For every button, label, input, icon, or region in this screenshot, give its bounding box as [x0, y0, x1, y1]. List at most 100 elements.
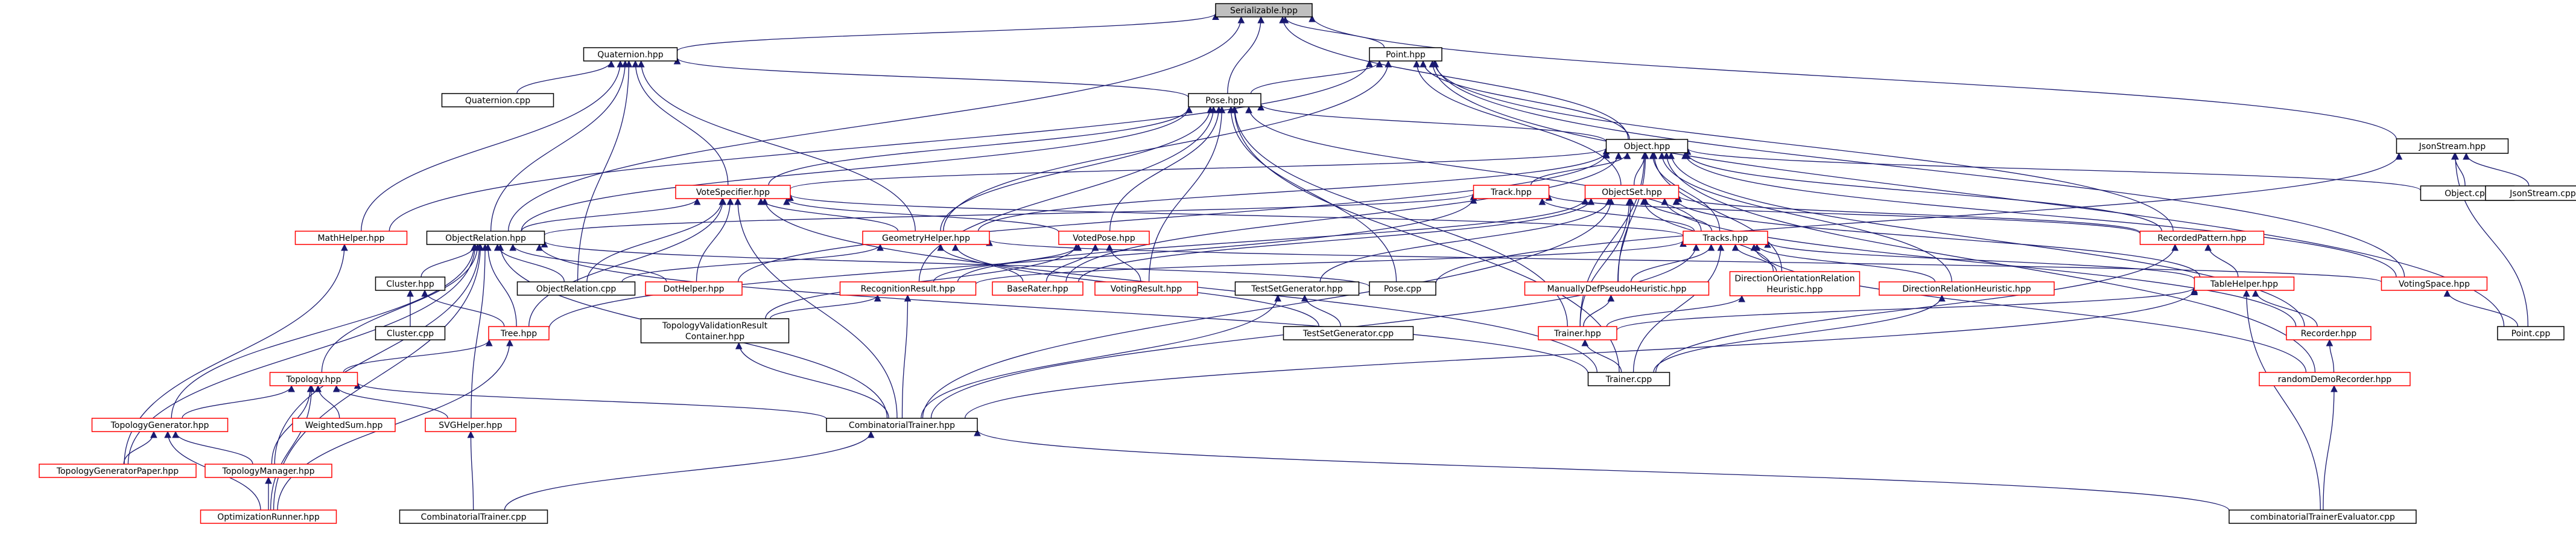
edge-objectrelation_hpp-to-tree_hpp — [484, 243, 517, 327]
node-box — [1094, 281, 1198, 296]
node-box — [839, 281, 977, 296]
node-quaternion-hpp[interactable]: Quaternion.hpp — [583, 47, 678, 62]
node-box — [516, 281, 636, 296]
edge-tracks_hpp-to-recognitionresult_hpp — [975, 240, 1687, 285]
edge-recognitionresult_hpp-to-topologyvalidation_hpp — [769, 294, 881, 319]
node-label: Cluster.cpp — [387, 329, 434, 339]
node-label: Heuristic.hpp — [1766, 285, 1823, 295]
node-mathhelper-hpp[interactable]: MathHelper.hpp — [294, 231, 408, 245]
node-pose-hpp[interactable]: Pose.hpp — [1188, 93, 1261, 107]
edge-cluster_hpp-to-tree_hpp — [421, 289, 505, 327]
node-track-hpp[interactable]: Track.hpp — [1473, 185, 1550, 199]
node-trainer-hpp[interactable]: Trainer.hpp — [1538, 326, 1617, 340]
node-topologymanager-hpp[interactable]: TopologyManager.hpp — [205, 464, 332, 478]
node-testsetgenerator-cpp[interactable]: TestSetGenerator.cpp — [1283, 326, 1414, 340]
node-testsetgenerator-hpp[interactable]: TestSetGenerator.hpp — [1234, 281, 1360, 296]
node-directionrelation-hpp[interactable]: DirectionRelationHeuristic.hpp — [1879, 281, 2055, 296]
node-votedpose-hpp[interactable]: VotedPose.hpp — [1058, 231, 1150, 245]
edge-objectset_hpp-to-recognitionresult_hpp — [957, 197, 1589, 282]
edge-pose_hpp-to-object_hpp — [1257, 103, 1607, 142]
edge-tracks_hpp-to-randomdemorecorder_hpp — [1750, 243, 2307, 373]
node-label: Quaternion.cpp — [465, 96, 530, 106]
node-box — [200, 509, 337, 524]
edge-topology_hpp-to-combinatorialtrainer_hpp — [354, 381, 827, 420]
node-votingresult-hpp[interactable]: VotingResult.hpp — [1094, 281, 1198, 296]
edge-serializable-to-pose_hpp — [1227, 16, 1265, 94]
node-label: DirectionOrientationRelation — [1734, 274, 1854, 284]
edge-object_hpp-to-votespecifier_hpp — [790, 147, 1610, 190]
node-geometryhelper-hpp[interactable]: GeometryHelper.hpp — [862, 231, 990, 245]
edge-object_hpp-to-geometryhelper_hpp — [977, 150, 1610, 232]
edges-layer — [123, 13, 2530, 511]
edge-quaternion_hpp-to-quaternion_cpp — [516, 60, 615, 94]
edge-topology_hpp-to-topologygenerator_hpp — [182, 384, 295, 419]
node-topologygenerator-hpp[interactable]: TopologyGenerator.hpp — [91, 418, 229, 432]
node-label: Recorder.hpp — [2301, 329, 2357, 339]
node-box — [2229, 509, 2417, 524]
edge-votedpose_hpp-to-votingresult_hpp — [1106, 243, 1141, 282]
edge-jsonstream_hpp-to-jsonstream_cpp — [2463, 152, 2530, 187]
node-baserater-hpp[interactable]: BaseRater.hpp — [992, 281, 1083, 296]
node-topology-hpp[interactable]: Topology.hpp — [269, 372, 358, 386]
node-pose-cpp[interactable]: Pose.cpp — [1369, 281, 1436, 296]
edge-tracks_hpp-to-manuallydef_hpp — [1630, 243, 1715, 282]
node-votingspace-hpp[interactable]: VotingSpace.hpp — [2381, 276, 2488, 291]
node-combinatorialtrainer-cpp[interactable]: CombinatorialTrainer.cpp — [399, 509, 548, 524]
node-combinatorialtrainerevaluator-cpp[interactable]: combinatorialTrainerEvaluator.cpp — [2229, 509, 2417, 524]
node-box — [992, 281, 1083, 296]
node-manuallydef-hpp[interactable]: ManuallyDefPseudoHeuristic.hpp — [1524, 281, 1710, 296]
node-tracks-hpp[interactable]: Tracks.hpp — [1683, 231, 1768, 245]
node-svghelper-hpp[interactable]: SVGHelper.hpp — [425, 418, 516, 432]
node-label: CombinatorialTrainer.hpp — [849, 421, 955, 430]
node-combinatorialtrainer-hpp[interactable]: CombinatorialTrainer.hpp — [826, 418, 978, 432]
node-jsonstream-cpp[interactable]: JsonStream.cpp — [2485, 185, 2576, 201]
edge-randomdemorecorder_hpp-to-combinatorialtrainerevaluator_cpp — [2323, 384, 2338, 511]
node-objectrelation-cpp[interactable]: ObjectRelation.cpp — [516, 281, 636, 296]
node-recordedpattern-hpp[interactable]: RecordedPattern.hpp — [2139, 231, 2265, 245]
node-objectrelation-hpp[interactable]: ObjectRelation.hpp — [426, 231, 545, 245]
node-box — [2485, 185, 2576, 201]
node-votespecifier-hpp[interactable]: VoteSpecifier.hpp — [675, 185, 791, 199]
node-dothelper-hpp[interactable]: DotHelper.hpp — [645, 281, 743, 296]
node-directionorientation-hpp[interactable]: DirectionOrientationRelationHeuristic.hp… — [1729, 271, 1861, 296]
node-optimizationrunner-hpp[interactable]: OptimizationRunner.hpp — [200, 509, 337, 524]
node-serializable[interactable]: Serializable.hpp — [1215, 3, 1313, 18]
node-label: MathHelper.hpp — [317, 234, 384, 243]
node-recorder-hpp[interactable]: Recorder.hpp — [2286, 326, 2371, 340]
node-recognitionresult-hpp[interactable]: RecognitionResult.hpp — [839, 281, 977, 296]
node-cluster-hpp[interactable]: Cluster.hpp — [375, 276, 446, 291]
edge-point_hpp-to-object_hpp — [1420, 60, 1630, 140]
node-box — [1234, 281, 1360, 296]
node-box — [1283, 326, 1414, 340]
node-box — [2497, 326, 2565, 340]
edge-votedpose_hpp-to-recognitionresult_hpp — [933, 243, 1082, 282]
node-box — [1683, 231, 1768, 245]
node-objectset-hpp[interactable]: ObjectSet.hpp — [1584, 185, 1680, 199]
node-trainer-cpp[interactable]: Trainer.cpp — [1587, 372, 1670, 386]
edge-tracks_hpp-to-tablehelper_hpp — [1764, 241, 2195, 280]
node-weightedsum-hpp[interactable]: WeightedSum.hpp — [292, 418, 396, 432]
node-label: SVGHelper.hpp — [439, 421, 503, 430]
edge-object_hpp-to-trainer_hpp — [1579, 152, 1648, 327]
node-tree-hpp[interactable]: Tree.hpp — [488, 326, 550, 340]
node-topologygeneratorpaper-hpp[interactable]: TopologyGeneratorPaper.hpp — [39, 464, 197, 478]
node-cluster-cpp[interactable]: Cluster.cpp — [375, 326, 446, 340]
node-label: Track.hpp — [1490, 188, 1532, 197]
node-tablehelper-hpp[interactable]: TableHelper.hpp — [2194, 276, 2295, 291]
node-point-cpp[interactable]: Point.cpp — [2497, 326, 2565, 340]
edge-objectset_hpp-to-trainer_hpp — [1579, 197, 1633, 327]
node-quaternion-cpp[interactable]: Quaternion.cpp — [441, 93, 554, 107]
node-point-hpp[interactable]: Point.hpp — [1369, 47, 1442, 62]
node-label: Pose.cpp — [1384, 284, 1421, 294]
node-jsonstream-hpp[interactable]: JsonStream.hpp — [2396, 138, 2509, 154]
node-box — [1538, 326, 1617, 340]
node-box — [1587, 372, 1670, 386]
node-object-hpp[interactable]: Object.hpp — [1605, 139, 1689, 153]
edge-quaternion_hpp-to-mathhelper_hpp — [361, 60, 624, 232]
node-randomdemorecorder-hpp[interactable]: randomDemoRecorder.hpp — [2259, 372, 2411, 386]
node-label: Topology.hpp — [286, 375, 341, 384]
edge-tablehelper_hpp-to-recorder_hpp — [2251, 289, 2318, 327]
edge-point_hpp-to-geometryhelper_hpp — [943, 60, 1392, 232]
node-label: Cluster.hpp — [386, 279, 434, 289]
